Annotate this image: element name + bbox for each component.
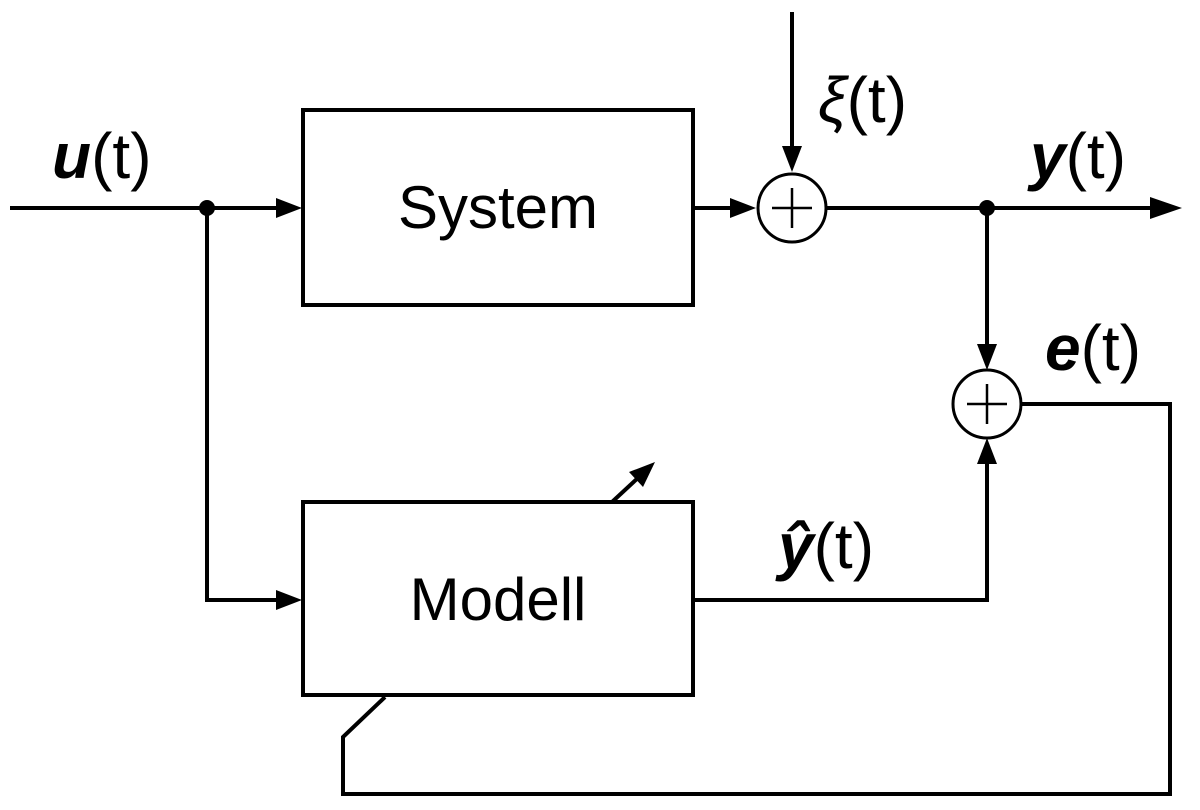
output-summing-junction bbox=[756, 172, 828, 244]
error-summing-junction bbox=[951, 368, 1023, 440]
input-signal-label: u(t) bbox=[52, 120, 152, 192]
error-feedback-line bbox=[341, 402, 1172, 796]
model-to-error-arrowhead bbox=[977, 438, 997, 464]
output-arrowhead bbox=[1150, 197, 1182, 219]
model-output-signal-label: ŷ(t) bbox=[775, 510, 874, 582]
model-adjust-arrowhead bbox=[629, 462, 655, 487]
system-block bbox=[301, 108, 695, 307]
disturbance-arrowhead bbox=[782, 146, 802, 172]
model-adjust-line bbox=[610, 474, 642, 504]
model-block bbox=[301, 500, 695, 697]
model-block-label: Modell bbox=[410, 566, 587, 633]
input-to-system-arrowhead bbox=[276, 198, 302, 218]
disturbance-signal-label: ξ(t) bbox=[818, 64, 907, 136]
system-block-label: System bbox=[398, 174, 598, 241]
output-to-error-arrowhead bbox=[977, 344, 997, 370]
system-to-sum-arrowhead bbox=[730, 198, 756, 218]
input-to-model-arrowhead bbox=[276, 590, 302, 610]
error-signal-label: e(t) bbox=[1045, 312, 1141, 384]
output-signal-label: y(t) bbox=[1027, 120, 1126, 192]
